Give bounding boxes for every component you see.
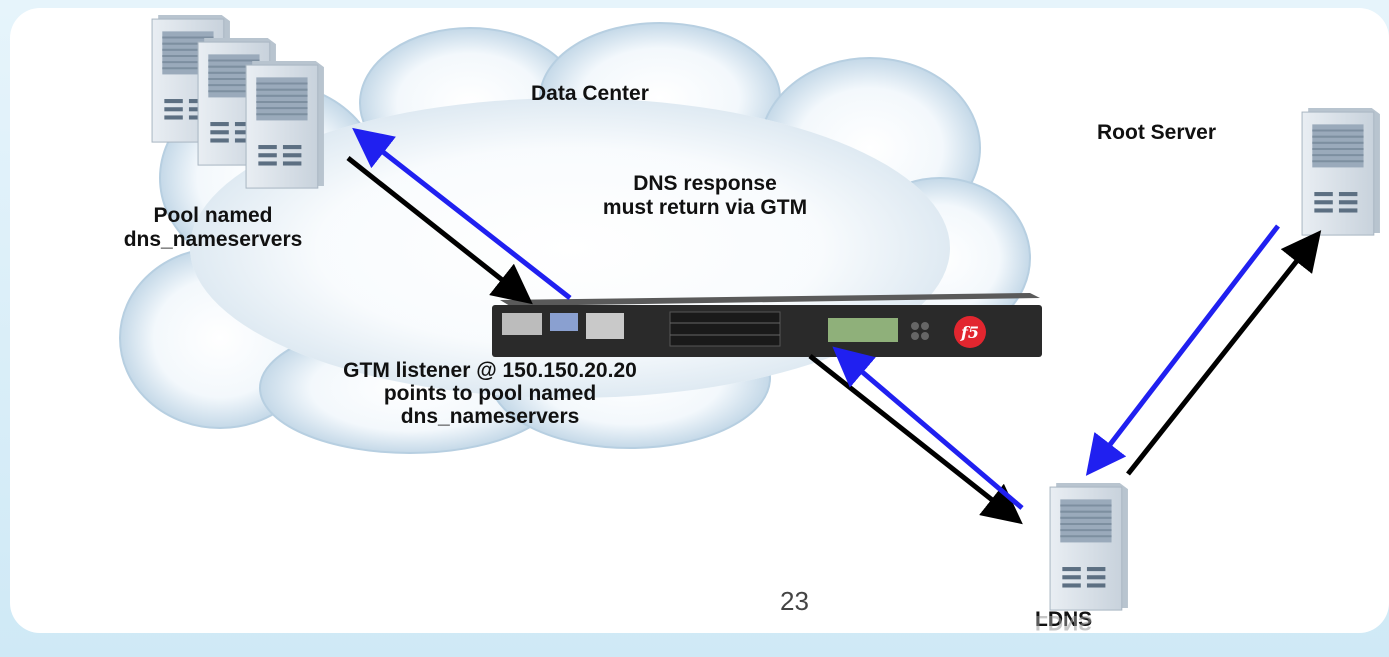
root-server-label: Root Server (1097, 121, 1217, 144)
slide: f5 Data Center DNS response must return … (10, 8, 1389, 633)
ldns-server-icon (1049, 481, 1129, 612)
query-arrow-to-root (1126, 230, 1322, 476)
gtm-listener-label: GTM listener @ 150.150.20.20 points to p… (220, 359, 760, 428)
data-center-label: Data Center (531, 82, 649, 105)
network-diagram: f5 (119, 13, 1381, 612)
gtm-label-line2: points to pool named (383, 382, 597, 405)
dns-response-line1: DNS response (633, 172, 777, 195)
page-number: 23 (780, 586, 809, 616)
dns-response-note: DNS response must return via GTM (535, 172, 875, 220)
response-arrow-to-ldns (808, 354, 1023, 525)
ldns-label-reflection: LDNS (1035, 611, 1093, 634)
response-arrow-to-ldns-from-root (1085, 224, 1280, 476)
query-arrow-to-pool (352, 127, 572, 300)
pool-label: Pool named dns_nameservers (58, 204, 368, 252)
gtm-label-line1: GTM listener @ 150.150.20.20 (343, 359, 637, 382)
query-arrow-to-gtm (832, 346, 1024, 510)
dns-response-line2: must return via GTM (602, 196, 808, 219)
pool-label-line1: Pool named (153, 204, 273, 227)
root-server-icon (1301, 106, 1381, 237)
ldns-label: LDNS (1035, 608, 1093, 631)
gtm-appliance-icon: f5 (492, 293, 1042, 357)
pool-label-line2: dns_nameservers (123, 228, 303, 251)
response-arrow-to-gtm (346, 156, 533, 305)
gtm-label-line3: dns_nameservers (400, 405, 580, 428)
svg-text:f5: f5 (960, 323, 979, 342)
